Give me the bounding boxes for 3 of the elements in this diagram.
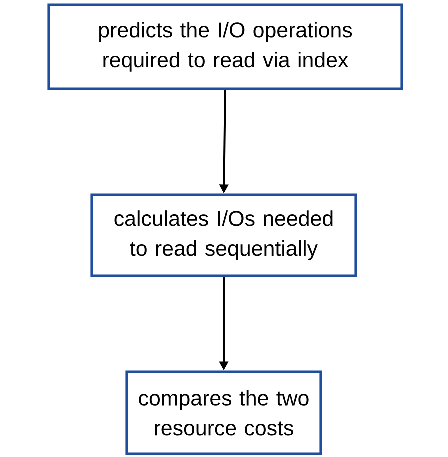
process-box: calculates I/Os needed to read sequentially <box>90 194 358 278</box>
process-box: predicts the I/O operations required to read via index <box>48 4 404 90</box>
process-box: compares the two resource costs <box>126 370 322 456</box>
